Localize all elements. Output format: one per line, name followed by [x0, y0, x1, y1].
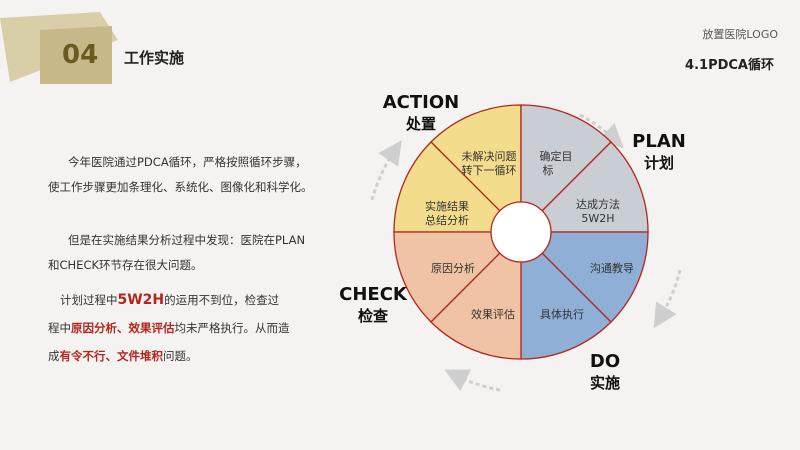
highlight-cause-analysis: 原因分析: [71, 321, 117, 335]
paragraph-3-line-1: 计划过程中5W2H的运用不到位，检查过: [60, 292, 280, 308]
section-number: 04: [62, 40, 99, 70]
paragraph-2-line-1: 但是在实施结果分析过程中发现：医院在PLAN: [68, 233, 306, 247]
cycle-hub: [490, 201, 552, 263]
segment-label-plan-2-line-1: 达成方法: [576, 197, 620, 211]
paragraph-2-line-2: 和CHECK环节存在很大问题。: [48, 258, 203, 272]
segment-label-do-1: 沟通教导: [590, 262, 634, 275]
segment-action-2: [393, 141, 523, 233]
paragraph-3-line-2: 程中原因分析、效果评估均未严格执行。从而造: [48, 321, 290, 335]
segment-label-check-1: 原因分析: [431, 261, 475, 275]
phase-label-plan-en: PLAN: [632, 131, 686, 152]
segment-do-2: [520, 230, 612, 360]
segment-check-1: [393, 231, 523, 323]
segment-label-action-2-line-2: 总结分析: [425, 213, 469, 227]
phase-label-plan-cn: 计划: [644, 154, 674, 172]
segment-check-2: [430, 230, 522, 360]
segment-label-do-2: 具体执行: [540, 307, 584, 321]
section-title: 工作实施: [124, 49, 185, 67]
segment-plan-1: [520, 104, 612, 234]
highlight-effect-evaluation: 效果评估: [128, 321, 175, 335]
slide-subtitle: 4.1PDCA循环: [685, 58, 774, 73]
segment-label-action-1-line-2: 转下一循环: [462, 163, 517, 177]
phase-label-action-en: ACTION: [383, 92, 459, 113]
phase-label-do-cn: 实施: [590, 374, 620, 392]
segment-label-check-2: 效果评估: [471, 307, 515, 321]
phase-label-check-cn: 检查: [358, 307, 389, 325]
rotation-arrows: [370, 113, 682, 392]
segment-label-plan-1-line-1: 确定目: [540, 149, 573, 163]
section-badge-shape: [0, 12, 118, 84]
highlight-orders-ignored: 有令不行: [59, 349, 106, 363]
phase-label-action-cn: 处置: [405, 115, 436, 133]
segment-plan-2: [519, 141, 649, 233]
highlight-document-backlog: 文件堆积: [117, 349, 163, 363]
highlight-5w2h: 5W2H: [117, 292, 165, 308]
phase-label-check-en: CHECK: [339, 284, 408, 305]
paragraph-1-line-1: 今年医院通过PDCA循环，严格按照循环步骤，: [68, 155, 307, 169]
segment-do-1: [519, 231, 649, 323]
segment-action-1: [430, 104, 522, 234]
segment-label-plan-1-line-2: 标: [543, 163, 554, 177]
phase-label-do-en: DO: [590, 351, 620, 372]
paragraph-1-line-2: 使工作步骤更加条理化、系统化、图像化和科学化。: [48, 180, 313, 194]
segment-label-action-2-line-1: 实施结果: [425, 199, 469, 213]
hospital-logo-placeholder: 放置医院LOGO: [702, 28, 778, 41]
segment-label-action-1-line-1: 未解决问题: [462, 149, 517, 163]
segment-label-plan-2-line-2: 5W2H: [581, 212, 614, 225]
paragraph-3-line-3: 成有令不行、文件堆积问题。: [48, 349, 198, 363]
